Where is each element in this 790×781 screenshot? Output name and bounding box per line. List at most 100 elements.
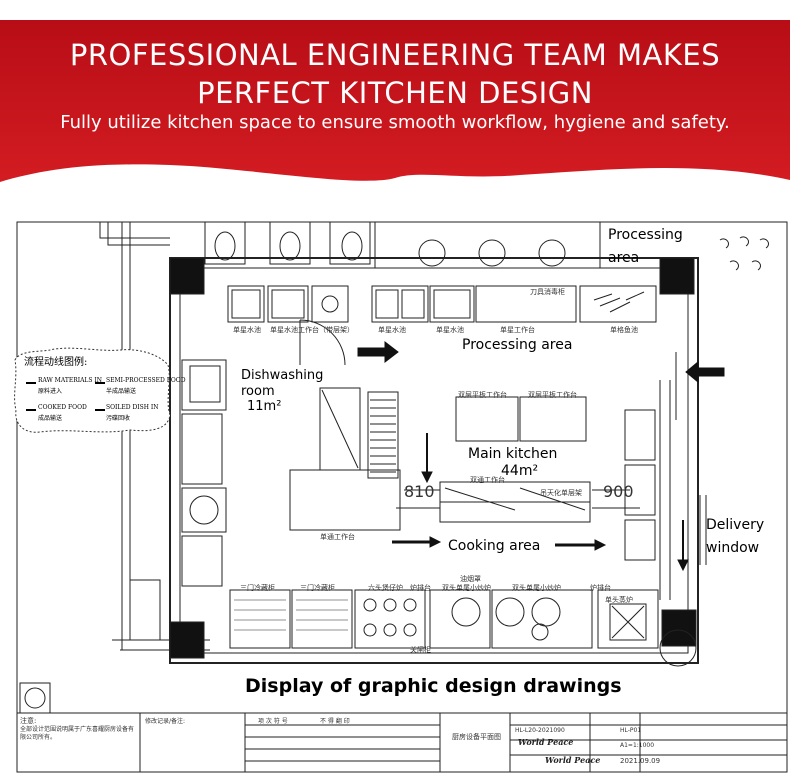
delivery-window [699, 495, 707, 565]
toilet-1-icon [214, 231, 236, 261]
double-work-table-2 [519, 396, 587, 442]
arrow-cooking-right-head [594, 539, 607, 551]
tb-drawing-no: HL-L20-2021090 [515, 727, 565, 734]
label-delivery-2: window [706, 540, 760, 556]
sink-unit-1 [227, 285, 265, 323]
equip-double-table-3: 双通工作台 [470, 476, 505, 484]
title-block [16, 712, 788, 773]
dirty-dish-table [289, 469, 401, 531]
label-dishwashing-size: 11m² [247, 399, 282, 414]
equip-double-table-4: 吊天化单层架 [540, 489, 582, 497]
wok-range-2 [491, 589, 593, 649]
legend-semi-en: SEMI-PROCESSED FOOD [106, 377, 186, 384]
sink-drain-3 [321, 295, 339, 313]
arrow-cooking-left-head [429, 536, 442, 548]
sink-unit-4 [371, 285, 429, 323]
stair-circle [24, 687, 46, 709]
wok-burner-small [531, 623, 549, 641]
arrow-processing-in [357, 340, 399, 364]
dim-line-left [396, 489, 440, 509]
banner-background [0, 0, 790, 182]
burner-2 [383, 598, 397, 612]
top-left-lines [99, 222, 170, 246]
dimension-left: 810 [404, 482, 435, 501]
caption-graphic-design: Display of graphic design drawings [245, 675, 622, 697]
tb-brand-2: World Peace [545, 755, 601, 765]
left-counter [181, 535, 223, 587]
tb-sign-col2: 不 得 翻 印 [320, 718, 350, 725]
label-processing-top-2: area [608, 250, 640, 266]
dish-rack [367, 391, 399, 479]
burner-4 [363, 623, 377, 637]
tb-drawing-name: 厨房设备平面图 [452, 733, 501, 741]
legend-bubble [14, 347, 171, 433]
double-work-table-1 [455, 396, 519, 442]
banner-title-line1: PROFESSIONAL ENGINEERING TEAM MAKES [69, 38, 721, 72]
wok-burner-1 [451, 597, 481, 627]
equip-wok1: 双头单尾小炒炉 [442, 584, 491, 592]
toilet-room-3 [329, 221, 371, 265]
equip-sink1: 单星水池 [233, 326, 261, 334]
left-structure-lines [112, 222, 210, 651]
sink-unit-2 [267, 285, 309, 323]
arrow-main-down-head [421, 471, 433, 484]
legend-raw-en: RAW MATERIALS IN [38, 377, 103, 384]
sink-basin-5 [433, 289, 471, 319]
equip-processing-table: 刀具消毒柜 [530, 288, 565, 296]
dishwash-sink [181, 359, 227, 411]
equip-side-mark: 关闸柜 [410, 646, 431, 654]
label-processing-area: Processing area [462, 337, 573, 353]
equip-steamer: 单头蒸炉 [605, 596, 633, 604]
header-banner: PROFESSIONAL ENGINEERING TEAM MAKES PERF… [0, 0, 790, 200]
title-block-columns [139, 713, 641, 772]
column-bottom-left [169, 621, 205, 659]
column-bottom-right [661, 609, 697, 647]
legend-semi-cn: 半成品输送 [106, 388, 137, 395]
arrow-delivery-down-head [677, 559, 689, 572]
dim-line-right [592, 489, 640, 509]
label-cooking-area: Cooking area [448, 538, 541, 554]
tb-note-body: 全部设计范围说明属于广东喜耀厨房设备有限公司所有。 [20, 726, 135, 741]
tb-scale: A1=1:1000 [620, 742, 655, 749]
dish-shelf [181, 413, 223, 485]
fridge-hatching [234, 599, 348, 631]
equip-sink2: 单星水池 [378, 326, 406, 334]
burner-3 [403, 598, 417, 612]
banner-title-line2: PERFECT KITCHEN DESIGN [197, 76, 593, 110]
sink-basin-2 [271, 289, 305, 319]
equip-double-table-2: 双层平板工作台 [528, 391, 577, 399]
washbasin-3-icon [538, 239, 566, 267]
washbasin-2-icon [478, 239, 506, 267]
equip-three-door-2: 三门冷藏柜 [300, 584, 335, 592]
right-shelf-3 [624, 519, 656, 561]
toilet-room-2 [269, 221, 311, 265]
equip-oven2: 炉排台 [590, 584, 611, 592]
steamer-cross [611, 605, 645, 639]
burner-5 [383, 623, 397, 637]
six-burner-stove [354, 589, 426, 649]
equip-fish-sink: 单格鱼池 [610, 326, 638, 334]
dimension-right: 900 [603, 482, 634, 501]
top-room-dividers [374, 222, 601, 268]
dishwasher [319, 387, 361, 471]
label-dishwashing-1: Dishwashing [241, 368, 324, 383]
tb-revision: 修改记录/备注: [145, 718, 186, 725]
work-table-top [475, 285, 577, 323]
label-main-kitchen: Main kitchen [468, 446, 558, 462]
round-column-right [659, 629, 697, 667]
legend-raw-cn: 原料进入 [38, 388, 63, 395]
right-shelf-1 [624, 409, 656, 461]
washbasin-1-icon [418, 239, 446, 267]
floor-plan-drawing: Processing area Processing area Dishwash… [0, 205, 790, 781]
right-shelf-2 [624, 464, 656, 516]
tb-brand-1: World Peace [518, 737, 574, 747]
three-door-fridge-2 [291, 589, 353, 649]
steamer-top [609, 603, 647, 641]
label-processing-top-1: Processing [608, 227, 683, 243]
sink-unit-3 [311, 285, 349, 323]
label-delivery-1: Delivery [706, 517, 765, 533]
wok-burner-2 [495, 597, 525, 627]
label-main-kitchen-size: 44m² [501, 463, 539, 479]
legend-soiled-cn: 污碟回收 [106, 415, 131, 422]
toilet-2-icon [279, 231, 301, 261]
